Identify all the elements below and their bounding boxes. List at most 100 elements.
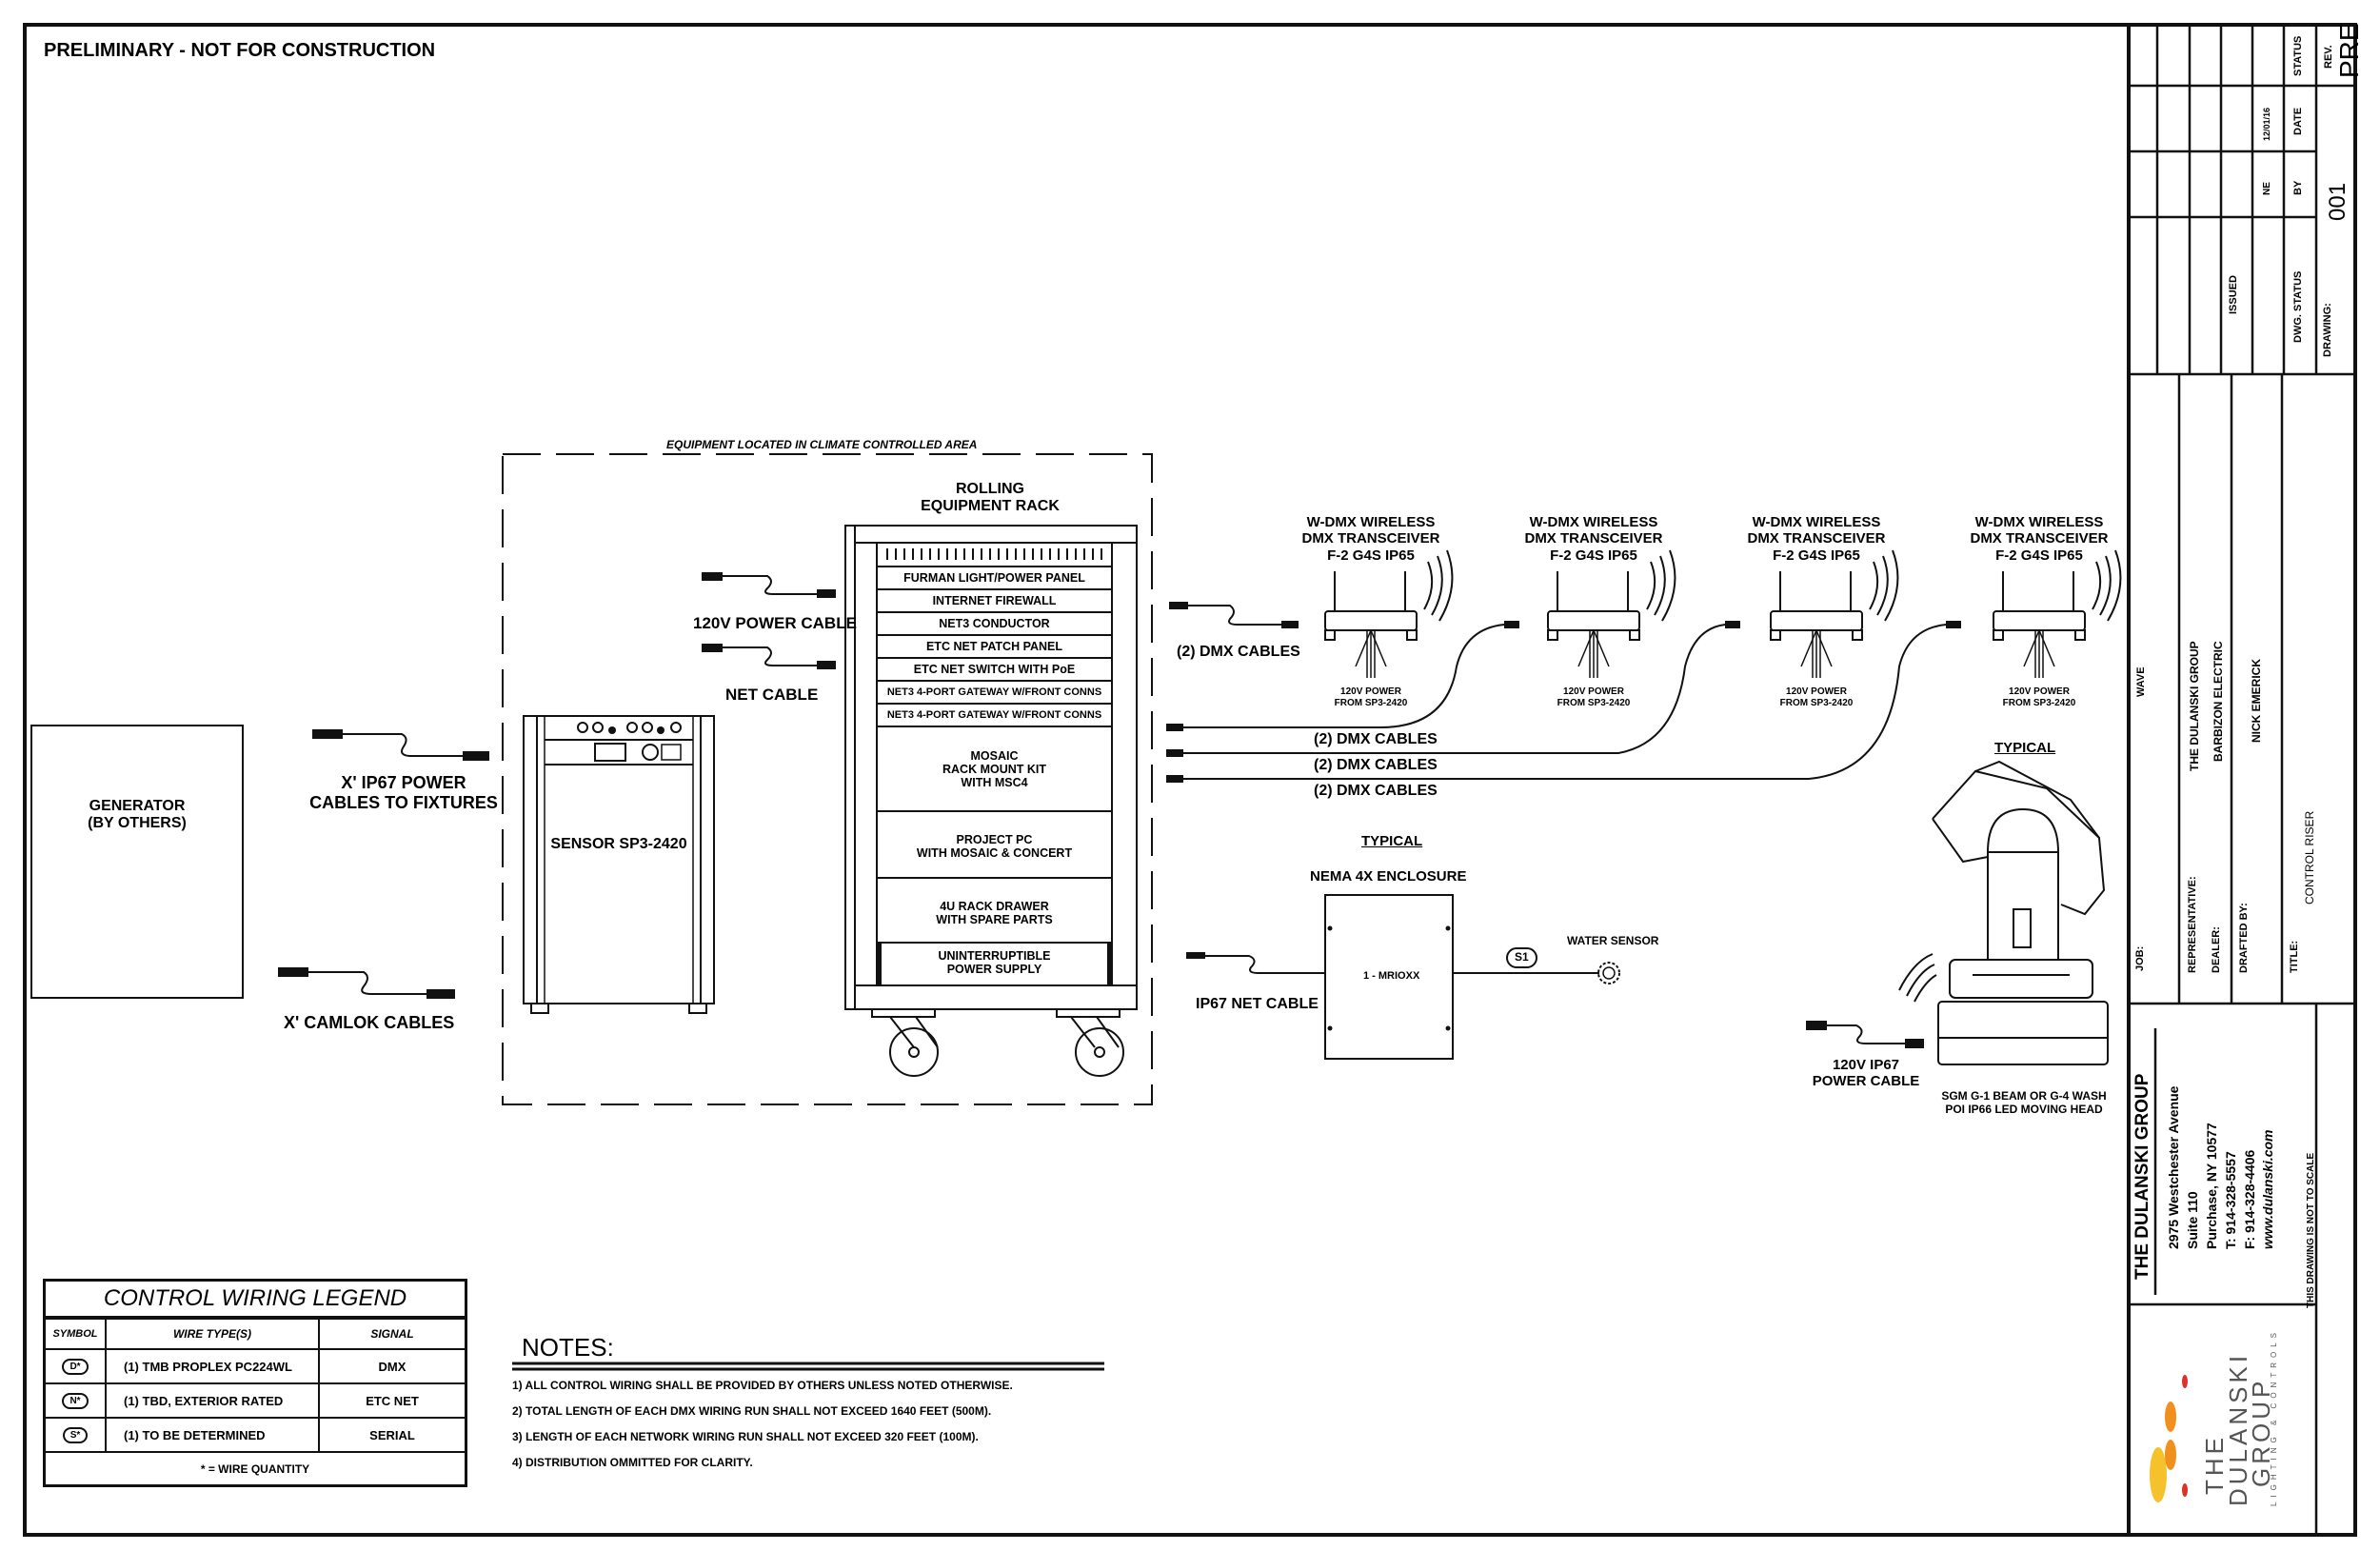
climate-area-label: EQUIPMENT LOCATED IN CLIMATE CONTROLLED … — [666, 438, 978, 451]
enclosure-content: 1 - MRIOXX — [1363, 970, 1420, 982]
camlok-cable-icon — [278, 967, 455, 999]
legend-signal: DMX — [318, 1348, 465, 1384]
fax: F: 914-328-4406 — [2241, 1149, 2257, 1249]
dealer-value: BARBIZON ELECTRIC — [2211, 641, 2225, 762]
legend-wire-type: (1) TO BE DETERMINED — [105, 1417, 320, 1453]
drawing-label: DRAWING: — [2322, 303, 2333, 357]
drafted-by-value: NICK EMERICK — [2250, 658, 2263, 743]
legend-wire-type: (1) TBD, EXTERIOR RATED — [105, 1382, 320, 1419]
dmx-cables-label-top: (2) DMX CABLES — [1177, 644, 1300, 660]
generator-box — [30, 725, 244, 999]
climate-area-boundary — [502, 453, 1153, 1105]
rack-unit: NET3 CONDUCTOR — [877, 613, 1112, 636]
legend-symbol-cell: D* — [46, 1348, 107, 1384]
logo-dot-icon — [2182, 1375, 2188, 1388]
rack-unit: INTERNET FIREWALL — [877, 590, 1112, 613]
dwg-status-header: DWG. STATUS — [2292, 270, 2304, 343]
legend-header-wire: WIRE TYPE(S) — [105, 1318, 320, 1350]
rack-unit: NET3 4-PORT GATEWAY W/FRONT CONNS — [877, 705, 1112, 727]
net-cable-icon — [702, 644, 836, 669]
dmx-run-1 — [1166, 621, 1519, 731]
transceiver-power2: FROM SP3-2420 — [2002, 697, 2076, 708]
rack-title: ROLLING EQUIPMENT RACK — [895, 481, 1085, 516]
transceiver-label-line3: F-2 G4S IP65 — [1773, 547, 1860, 564]
net-cable-label: NET CABLE — [725, 686, 819, 704]
logo-dot-icon — [2165, 1402, 2176, 1432]
title-label: TITLE: — [2289, 940, 2300, 973]
transceiver-power1: 120V POWER — [1340, 686, 1401, 697]
rack-unit-mosaic: MOSAIC RACK MOUNT KIT WITH MSC4 — [877, 728, 1112, 812]
rack-unit: NET3 4-PORT GATEWAY W/FRONT CONNS — [877, 682, 1112, 705]
wire-symbol-icon: D* — [62, 1359, 89, 1375]
legend-title: CONTROL WIRING LEGEND — [46, 1282, 465, 1318]
ups-line1: UNINTERRUPTIBLE — [938, 949, 1051, 963]
generator-label-line1: GENERATOR — [89, 798, 186, 814]
fixture-line1: SGM G-1 BEAM OR G-4 WASH — [1941, 1089, 2107, 1103]
moving-head-fixture-drawing — [1806, 760, 2109, 1065]
note-item: 1) ALL CONTROL WIRING SHALL BE PROVIDED … — [512, 1379, 1013, 1392]
logo-dot-icon — [2165, 1440, 2176, 1470]
fixture-power-cable-label: 120V IP67 POWER CABLE — [1790, 1057, 1942, 1090]
transceiver-label-line2: DMX TRANSCEIVER — [1747, 530, 1886, 547]
transceiver-power1: 120V POWER — [1786, 686, 1847, 697]
note-item: 4) DISTRIBUTION OMMITTED FOR CLARITY. — [512, 1456, 753, 1469]
representative-label: REPRESENTATIVE: — [2187, 876, 2198, 973]
job-label: JOB: — [2134, 945, 2146, 971]
ip67-power-line2: CABLES TO FIXTURES — [309, 792, 498, 812]
camlok-cables-label: X' CAMLOK CABLES — [284, 1013, 455, 1032]
dmx-run-3 — [1166, 621, 1961, 783]
rack-frame-drawing — [844, 525, 1138, 1077]
power-cable-120v-icon — [702, 572, 836, 598]
legend-signal: SERIAL — [318, 1417, 465, 1453]
wireless-transceiver-icon — [1770, 549, 1899, 678]
ip67-power-line1: X' IP67 POWER — [341, 773, 466, 792]
sensor-cabinet-drawing — [523, 715, 715, 1014]
mosaic-line1: MOSAIC — [970, 749, 1019, 763]
rack-title-line2: EQUIPMENT RACK — [921, 498, 1060, 515]
control-wiring-legend: CONTROL WIRING LEGEND SYMBOL WIRE TYPE(S… — [43, 1279, 467, 1487]
pc-line1: PROJECT PC — [956, 833, 1033, 846]
transceiver-label-line2: DMX TRANSCEIVER — [1524, 530, 1663, 547]
wireless-transceiver-icon — [1547, 549, 1676, 678]
enclosure-typical-label: TYPICAL — [1361, 833, 1423, 849]
drawer-line2: WITH SPARE PARTS — [936, 913, 1053, 926]
rev-value: PRE — [2334, 23, 2364, 78]
rack-unit: ETC NET PATCH PANEL — [877, 636, 1112, 659]
wire-symbol-icon: S* — [62, 1427, 89, 1443]
generator-label: GENERATOR (BY OTHERS) — [31, 798, 243, 833]
drawing-sheet-border — [23, 23, 2357, 1537]
legend-wire-type: (1) TMB PROPLEX PC224WL — [105, 1348, 320, 1384]
not-to-scale-note: THIS DRAWING IS NOT TO SCALE — [2306, 1152, 2316, 1308]
transceiver-power2: FROM SP3-2420 — [1779, 697, 1854, 708]
legend-signal: ETC NET — [318, 1382, 465, 1419]
note-item: 2) TOTAL LENGTH OF EACH DMX WIRING RUN S… — [512, 1404, 992, 1418]
wire-symbol-icon: N* — [62, 1393, 89, 1409]
transceiver-label-line1: W-DMX WIRELESS — [1306, 514, 1436, 530]
wireless-transceiver-icon — [1993, 549, 2122, 678]
water-sensor-label: WATER SENSOR — [1567, 934, 1659, 947]
issued-by: NE — [2262, 182, 2272, 195]
by-header: BY — [2292, 180, 2304, 195]
notes-title: NOTES: — [522, 1333, 614, 1362]
dmx-run-label-1: (2) DMX CABLES — [1314, 731, 1438, 747]
legend-symbol-cell: N* — [46, 1382, 107, 1419]
logo-tagline: LIGHTING & CONTROLS — [2270, 1327, 2278, 1506]
company-name: THE DULANSKI GROUP — [2132, 1073, 2152, 1280]
transceiver-label-line1: W-DMX WIRELESS — [1529, 514, 1658, 530]
dmx-run-2 — [1166, 621, 1740, 757]
issued-date: 12/01/16 — [2262, 107, 2271, 141]
website: www.dulanski.com — [2260, 1129, 2276, 1249]
date-header: DATE — [2292, 107, 2304, 135]
fixture-line2: POI IP66 LED MOVING HEAD — [1945, 1102, 2103, 1116]
rack-vent-panel — [877, 543, 1112, 567]
rack-unit-ups: UNINTERRUPTIBLE POWER SUPPLY — [877, 944, 1112, 985]
